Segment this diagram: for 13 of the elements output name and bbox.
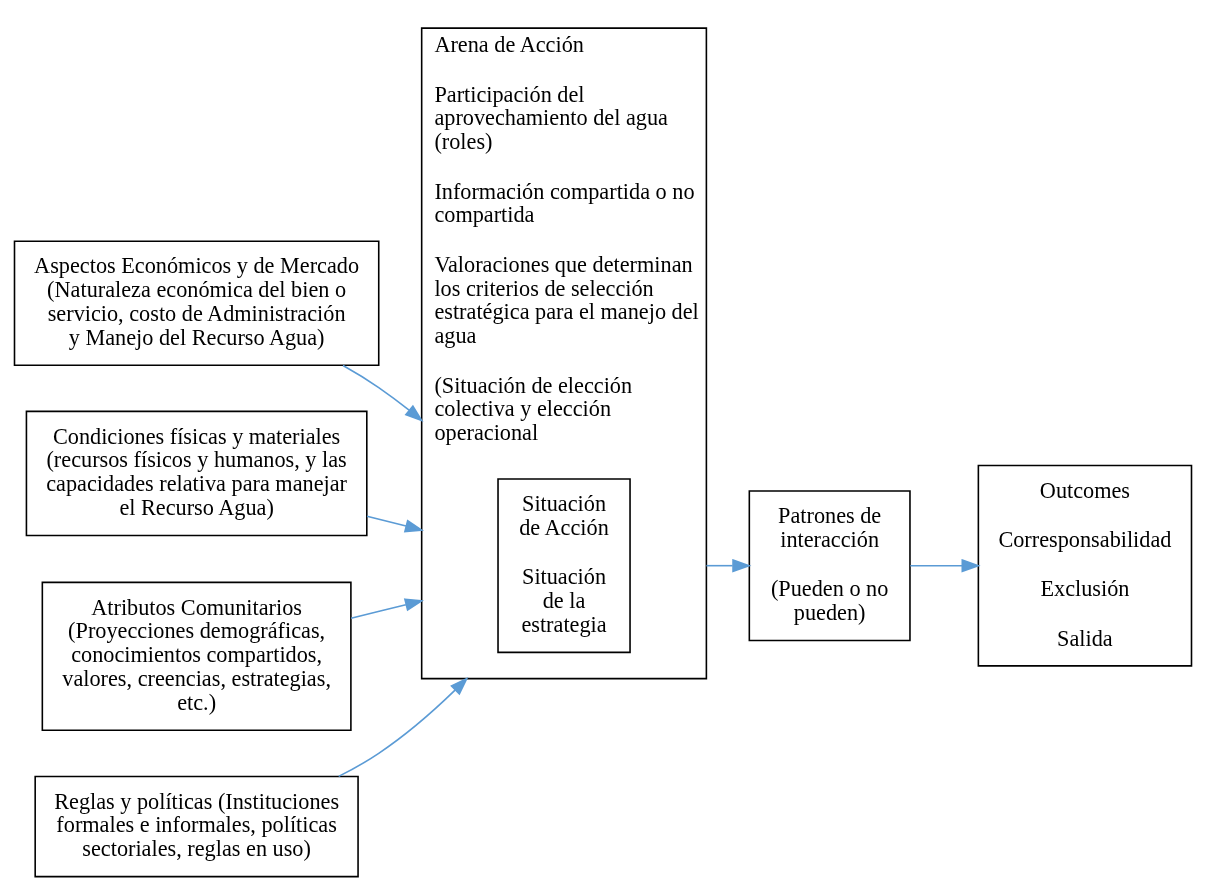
arrow xyxy=(705,558,752,572)
node-box: Aspectos Económicos y de Mercado (Naturaleza económica del bien o servicio, costo de Administración y Manejo del Recurso Agua) xyxy=(13,239,380,366)
node-box: Situación de Acción Situación de la estrategia xyxy=(497,477,631,653)
arrow xyxy=(337,676,469,777)
arrow xyxy=(366,514,424,532)
node-box: Outcomes Corresponsabilidad Exclusión Salida xyxy=(977,464,1193,667)
arrow xyxy=(342,364,424,422)
arrow xyxy=(350,597,424,619)
node-box: Condiciones físicas y materiales (recursos físicos y humanos, y las capacidades relativa para manejar el Recurso Agua) xyxy=(25,410,368,536)
node-box: Reglas y políticas (Instituciones formales e informales, políticas sectoriales, reglas en uso) xyxy=(34,775,359,877)
node-box: Atributos Comunitarios (Proyecciones demográficas, conocimientos compartidos, valores, creencias, estrategias, etc.) xyxy=(41,581,352,731)
arrow xyxy=(909,558,981,572)
node-box: Patrones de interacción (Pueden o no pueden) xyxy=(748,489,911,641)
